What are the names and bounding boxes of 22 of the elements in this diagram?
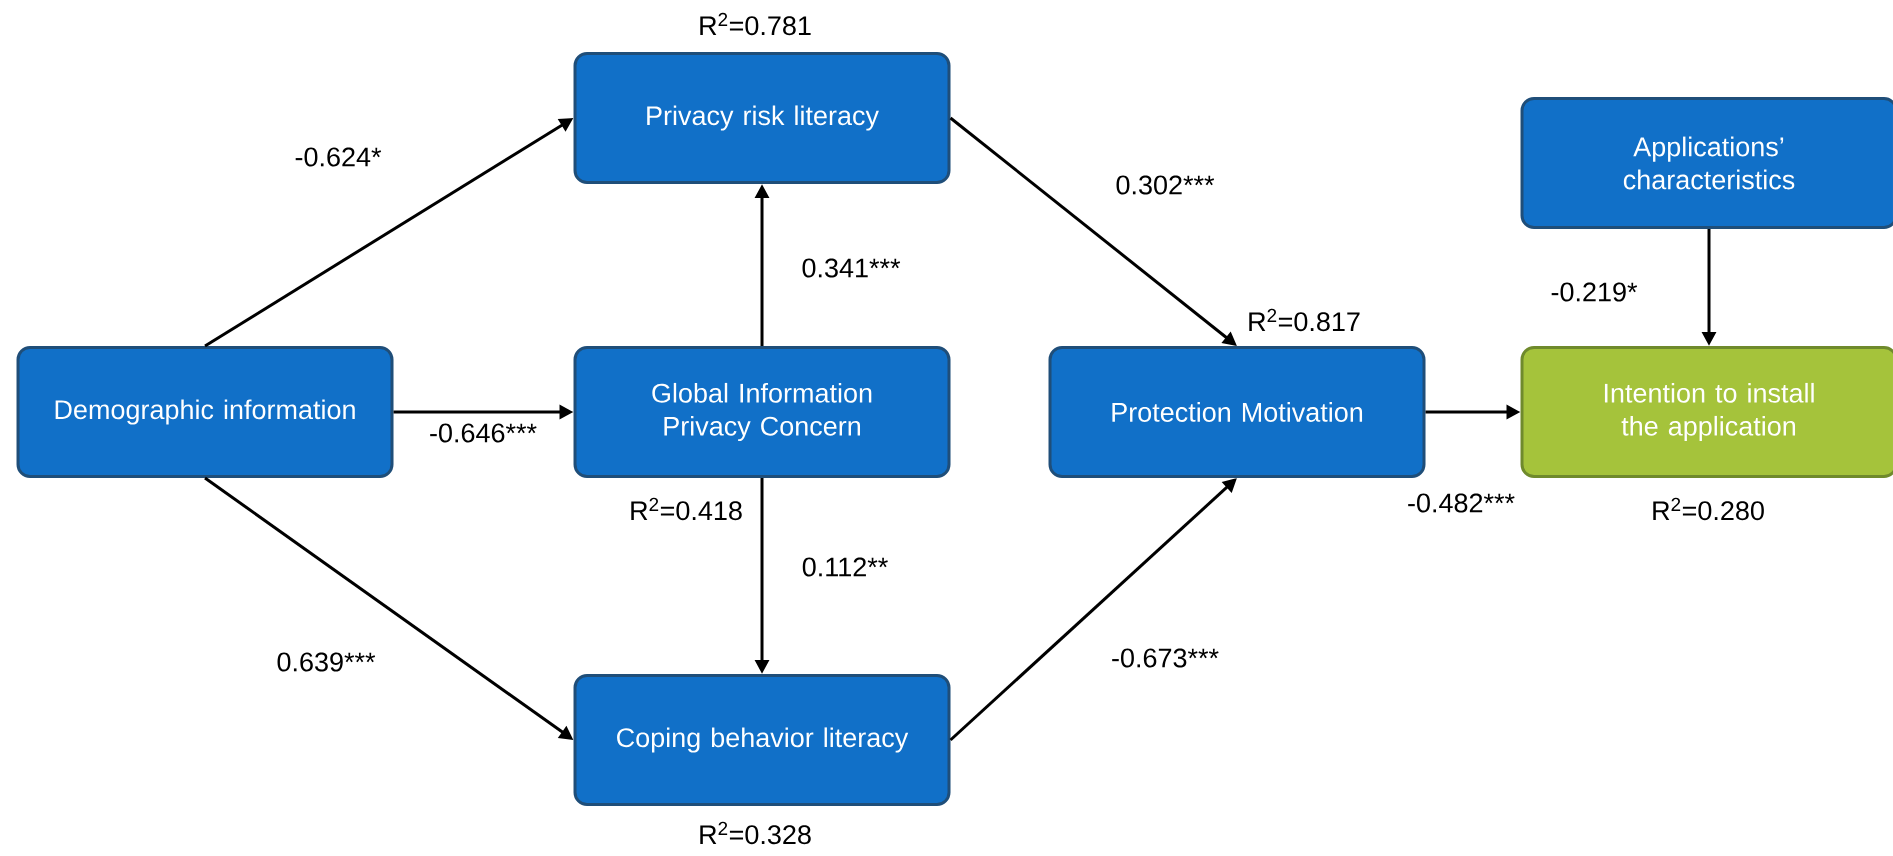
process-box: Protection Motivation xyxy=(1048,346,1426,478)
process-box: Intention to install the application xyxy=(1520,346,1893,478)
edge-label: 0.341*** xyxy=(799,256,903,280)
arrow xyxy=(949,478,1237,742)
edge-label: 0.112** xyxy=(799,555,891,579)
process-box: Coping behavior literacy xyxy=(573,674,951,806)
r-squared-label: R$^{2}$=0.418 xyxy=(631,497,742,521)
r-squared-label: R$^{2}$=0.781 xyxy=(700,12,811,36)
r-squared-label: R$^{2}$=0.817 xyxy=(1249,308,1360,332)
r-squared-label: R$^{2}$=0.328 xyxy=(700,821,811,845)
edge-label: 0.639*** xyxy=(274,650,378,674)
edge-label: -0.219* xyxy=(1548,280,1640,304)
edge-label: -0.646*** xyxy=(426,421,540,445)
process-box: Global Information Privacy Concern xyxy=(573,346,951,478)
edge-label: -0.673*** xyxy=(1108,646,1222,670)
edge-label: -0.482*** xyxy=(1404,491,1518,515)
edge-label: -0.624* xyxy=(292,145,384,169)
process-box: Demographic information xyxy=(16,346,394,478)
r-squared-label: R$^{2}$=0.280 xyxy=(1653,497,1764,521)
process-box: Applications’ characteristics xyxy=(1520,97,1893,229)
edge-label: 0.302*** xyxy=(1113,173,1217,197)
process-box: Privacy risk literacy xyxy=(573,52,951,184)
